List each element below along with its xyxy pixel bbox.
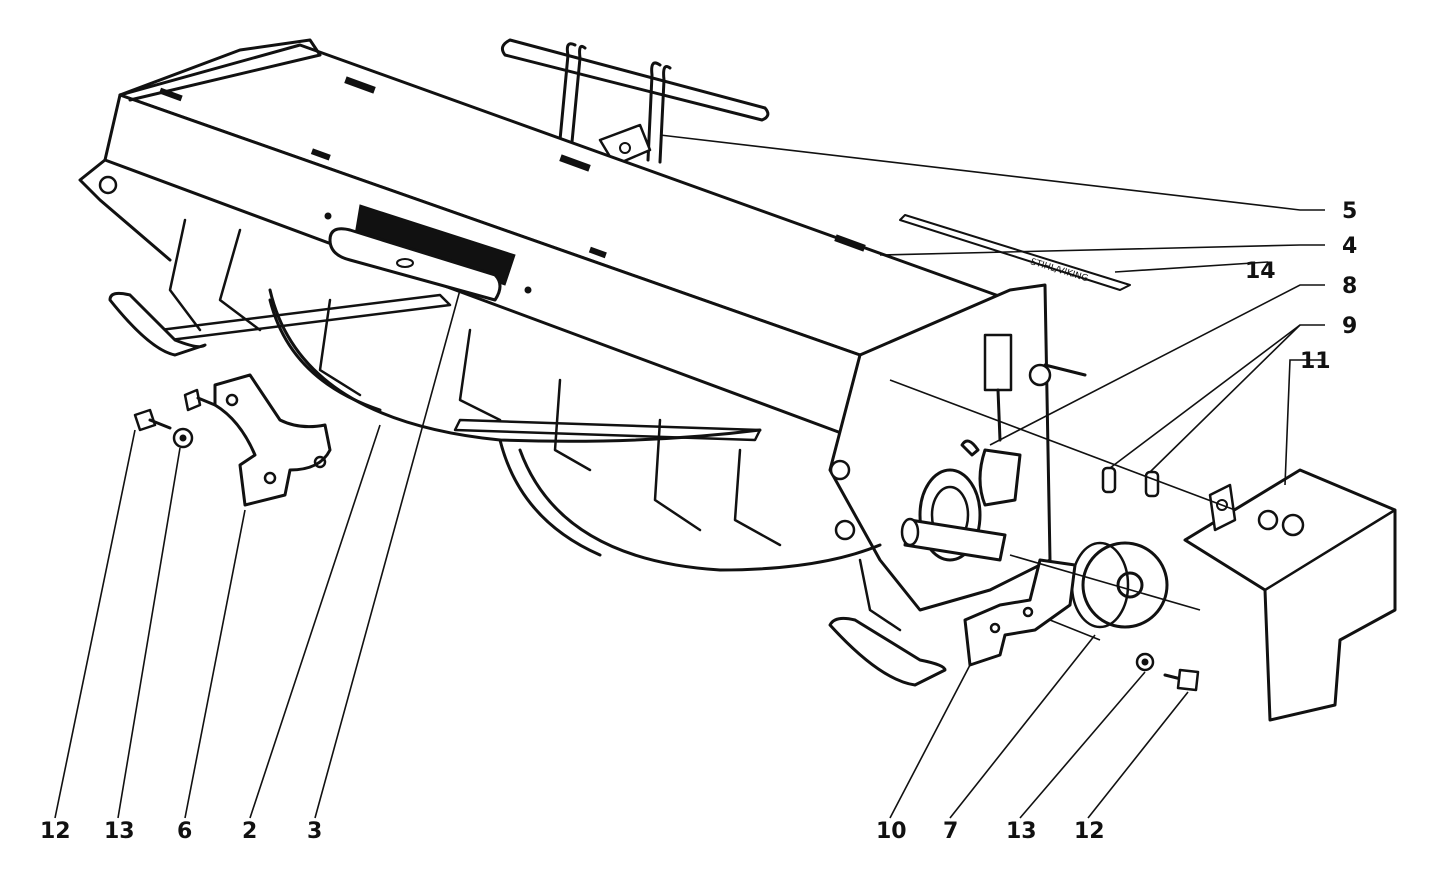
callout-7: 7 xyxy=(943,819,958,844)
leader-lines xyxy=(54,134,1325,819)
callout-14: 14 xyxy=(1245,259,1276,284)
callout-3: 3 xyxy=(307,819,322,844)
callout-5: 5 xyxy=(1342,199,1357,224)
carry-handle-assembly xyxy=(500,38,770,167)
depth-adjuster xyxy=(960,333,1087,507)
callout-8: 8 xyxy=(1342,274,1357,299)
callout-12-left: 12 xyxy=(40,819,71,844)
callout-4: 4 xyxy=(1342,234,1357,259)
callout-13-right: 13 xyxy=(1006,819,1037,844)
explode-axis-lines xyxy=(889,379,1236,641)
callout-labels: 5 4 14 8 9 11 12 13 6 2 3 10 7 13 12 xyxy=(40,199,1357,844)
parts-left xyxy=(133,373,332,507)
callout-2: 2 xyxy=(242,819,257,844)
callout-12-right: 12 xyxy=(1074,819,1105,844)
parts-right xyxy=(963,466,1397,722)
callout-9: 9 xyxy=(1342,314,1357,339)
callout-6: 6 xyxy=(177,819,192,844)
tine-rotor xyxy=(108,218,947,687)
drive-shaft xyxy=(900,468,1007,562)
callout-13-left: 13 xyxy=(104,819,135,844)
callout-11: 11 xyxy=(1300,349,1331,374)
front-grip xyxy=(328,204,516,302)
callout-10: 10 xyxy=(876,819,907,844)
